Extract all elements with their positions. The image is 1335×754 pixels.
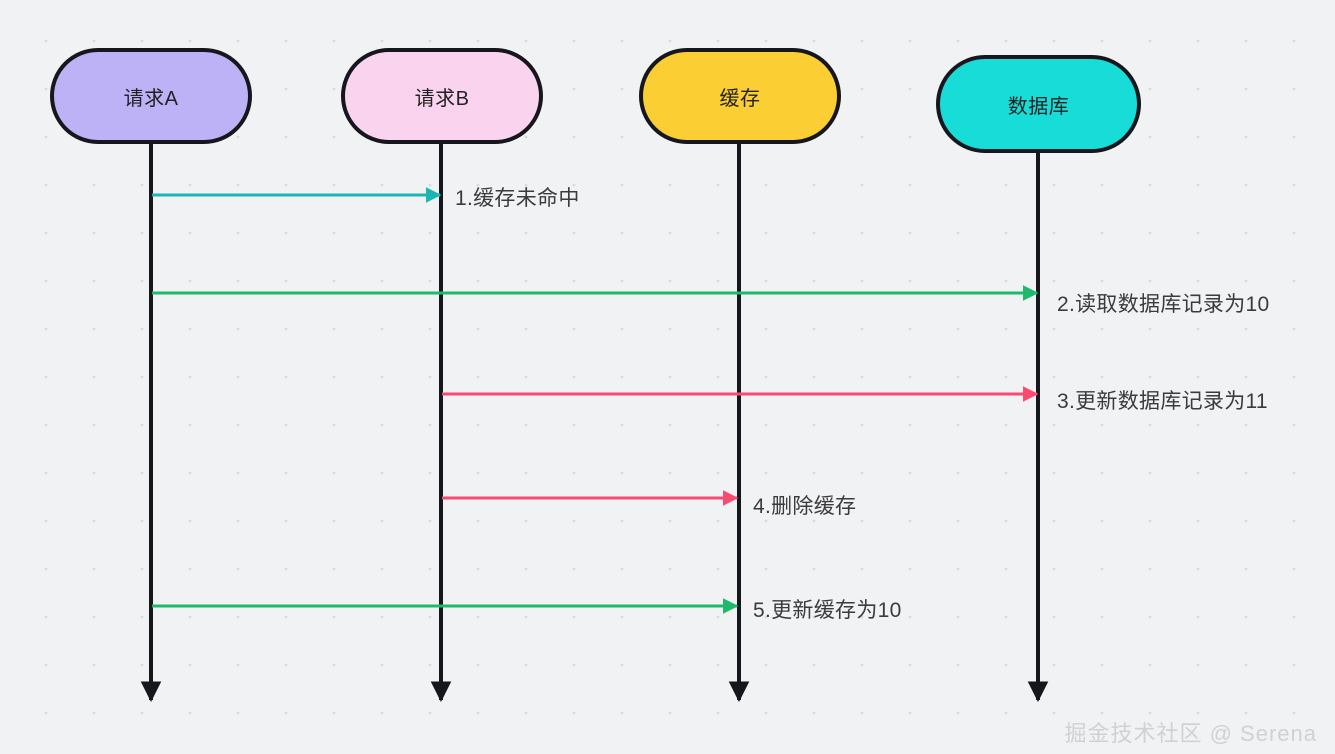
watermark-text: 掘金技术社区 @ Serena — [1064, 721, 1317, 746]
message-label-5: 5.更新缓存为10 — [753, 599, 902, 622]
message-label-1: 1.缓存未命中 — [455, 187, 580, 210]
participant-label-A: 请求A — [123, 87, 179, 110]
participant-node-A[interactable]: 请求A — [50, 48, 252, 144]
message-label-3: 3.更新数据库记录为11 — [1057, 390, 1268, 413]
participant-label-D: 数据库 — [1007, 95, 1070, 118]
participant-label-C: 缓存 — [719, 87, 761, 110]
participant-node-D[interactable]: 数据库 — [936, 55, 1141, 153]
participant-node-B[interactable]: 请求B — [341, 48, 543, 144]
message-label-4: 4.删除缓存 — [753, 495, 857, 518]
message-label-2: 2.读取数据库记录为10 — [1057, 293, 1270, 316]
participant-node-C[interactable]: 缓存 — [639, 48, 841, 144]
participant-label-B: 请求B — [414, 87, 470, 110]
